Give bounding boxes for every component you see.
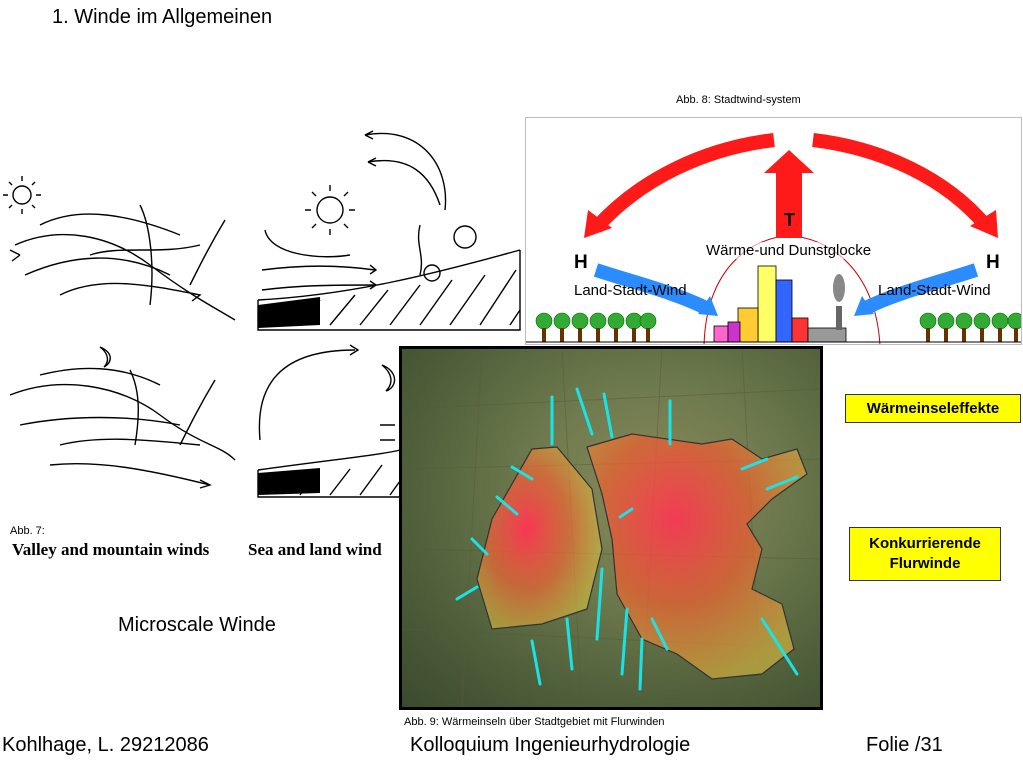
flurwinde-line1: Konkurrierende bbox=[869, 535, 981, 552]
stadtwind-drawing bbox=[526, 133, 1021, 344]
footer-course: Kolloquium Ingenieurhydrologie bbox=[410, 734, 691, 756]
waermeinsel-box: Wärmeinseleffekte bbox=[845, 394, 1021, 423]
wind-sketch-drawing bbox=[3, 130, 521, 498]
wind-left-label: Land-Stadt-Wind bbox=[574, 282, 687, 299]
h-left-label: H bbox=[574, 252, 588, 273]
fig9-caption: Abb. 9: Wärmeinseln über Stadtgebiet mit… bbox=[404, 716, 665, 728]
slide-title: 1. Winde im Allgemeinen bbox=[52, 6, 273, 28]
t-label: T bbox=[784, 210, 795, 230]
valley-mountain-label: Valley and mountain winds bbox=[12, 540, 210, 559]
flurwinde-box: Konkurrierende Flurwinde bbox=[849, 527, 1001, 581]
stadtwind-diagram: T H H Wärme-und Dunstglocke Land-Stadt-W… bbox=[525, 117, 1022, 345]
microscale-label: Microscale Winde bbox=[118, 614, 276, 636]
fig7-sketch bbox=[0, 125, 525, 525]
heat-island-overlay bbox=[402, 349, 820, 707]
footer-author: Kohlhage, L. 29212086 bbox=[2, 734, 209, 756]
flurwinde-line2: Flurwinde bbox=[889, 555, 961, 572]
fig7-caption: Abb. 7: bbox=[10, 525, 45, 537]
sea-land-label: Sea and land wind bbox=[248, 540, 382, 559]
fig8-caption: Abb. 8: Stadtwind-system bbox=[676, 94, 801, 106]
glocke-label: Wärme-und Dunstglocke bbox=[706, 242, 872, 259]
aerial-heat-map bbox=[399, 346, 823, 710]
wind-right-label: Land-Stadt-Wind bbox=[878, 282, 991, 299]
h-right-label: H bbox=[986, 252, 1000, 273]
footer-page: Folie /31 bbox=[866, 734, 943, 756]
